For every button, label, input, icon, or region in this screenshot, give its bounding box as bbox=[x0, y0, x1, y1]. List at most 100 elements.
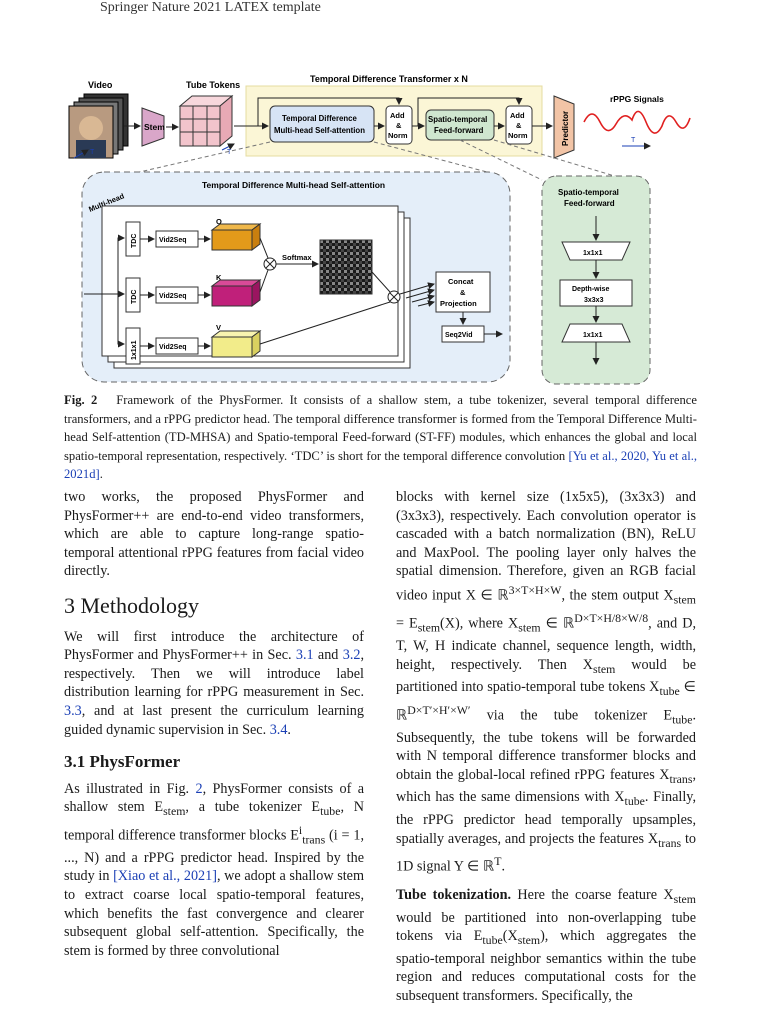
predictor-label: Predictor bbox=[561, 111, 570, 146]
ref-sec-3-4[interactable]: 3.4 bbox=[269, 721, 288, 738]
p2-d: ), which aggregates the spatio-temporal … bbox=[396, 928, 696, 1004]
physformer-paragraph: As illustrated in Fig. 2, PhysFormer con… bbox=[64, 780, 364, 961]
p1-b: , the stem output X bbox=[561, 587, 674, 604]
p1-g: would be partitioned into spatio-tempora… bbox=[396, 656, 696, 696]
p2-a: Here the coarse feature X bbox=[511, 887, 674, 904]
p1-j: . Subsequently, the tube tokens will be … bbox=[396, 707, 696, 784]
sub-trans-1: trans bbox=[302, 832, 326, 847]
predictor-block bbox=[553, 95, 575, 159]
p1-sup2: D×T×H/8×W/8 bbox=[574, 611, 649, 626]
t-label-tokens: T bbox=[227, 149, 232, 156]
meth-c: , respectively. Then we will introduce l… bbox=[64, 647, 364, 701]
p2-title: Tube tokenization. bbox=[396, 887, 512, 904]
add-norm-1-l3: Norm bbox=[388, 131, 408, 140]
tdc-q-label: TDC bbox=[131, 234, 138, 248]
pf-b: , PhysFormer consists of a shallow stem … bbox=[64, 780, 364, 816]
caption-label: Fig. 2 bbox=[64, 393, 98, 407]
add-norm-2 bbox=[505, 105, 533, 145]
vid2seq-v-label: Vid2Seq bbox=[159, 344, 187, 351]
meth-e: . bbox=[287, 721, 291, 738]
ref-xiao-2021[interactable]: [Xiao et al., 2021] bbox=[113, 868, 217, 885]
caption-text: Framework of the PhysFormer. It consists… bbox=[64, 393, 697, 463]
caption-citation[interactable]: [Yu et al., 2020, Yu et al., 2021d] bbox=[64, 448, 698, 482]
figure-framework: Video T Stem Tube Tokens T Temporal Diff… bbox=[62, 72, 698, 390]
add-norm-2-l2: & bbox=[516, 121, 522, 130]
tube-tokens-cube bbox=[178, 94, 234, 148]
stem-paragraph: blocks with kernel size (1x5x5), (3x3x3)… bbox=[396, 488, 696, 876]
figure-caption: Fig. 2 Framework of the PhysFormer. It c… bbox=[64, 391, 697, 484]
conv1-v-label: 1x1x1 bbox=[131, 340, 138, 360]
q-label: Q bbox=[216, 217, 222, 226]
pf-c: , a tube tokenizer E bbox=[185, 799, 321, 816]
left-column: two works, the proposed PhysFormer and P… bbox=[64, 488, 364, 960]
ref-fig-2[interactable]: 2 bbox=[195, 780, 203, 797]
p1-n: . bbox=[501, 858, 505, 875]
tdmhsa-block bbox=[269, 105, 375, 143]
meth-b: and bbox=[317, 647, 339, 664]
p1-sub-tube-3: tube bbox=[624, 794, 645, 809]
running-header: Springer Nature 2021 LATEX template bbox=[100, 0, 321, 15]
add-norm-1-l1: Add bbox=[390, 111, 405, 120]
video-label: Video bbox=[88, 80, 113, 90]
p2-c: (X bbox=[502, 928, 518, 945]
p1-sub-tube-1: tube bbox=[659, 684, 680, 699]
vid2seq-q-label: Vid2Seq bbox=[159, 237, 187, 244]
meth-d: , and at last present the curriculum lea… bbox=[64, 702, 364, 738]
pf-e: (i = 1, ..., N) and a rPPG predictor hea… bbox=[64, 827, 365, 885]
intro-paragraph: two works, the proposed PhysFormer and P… bbox=[64, 489, 364, 580]
stff-layer-2b: 3x3x3 bbox=[584, 297, 604, 304]
p1-d: (X), where X bbox=[440, 615, 519, 632]
stff-layer-1: 1x1x1 bbox=[583, 250, 603, 257]
add-norm-1 bbox=[385, 105, 413, 145]
tube-tokens-label: Tube Tokens bbox=[186, 80, 240, 90]
video-frames bbox=[68, 93, 129, 159]
p1-sub-tube-2: tube bbox=[672, 712, 693, 727]
k-tensor bbox=[210, 279, 262, 307]
tube-tokenization-paragraph: Tube tokenization. Here the coarse featu… bbox=[396, 886, 696, 1005]
ref-sec-3-3[interactable]: 3.3 bbox=[64, 702, 82, 719]
p2-b: would be partitioned into non-overlappin… bbox=[396, 909, 696, 945]
p1-sub-trans-2: trans bbox=[658, 835, 682, 850]
p1-sub-stem-1: stem bbox=[673, 592, 696, 607]
p1-c: = E bbox=[396, 615, 418, 632]
k-label: K bbox=[216, 273, 222, 282]
p1-sup4: T bbox=[494, 853, 502, 868]
p1-sub-stem-3: stem bbox=[518, 620, 541, 635]
sub-tube-1: tube bbox=[320, 804, 341, 819]
stff-layer-3: 1x1x1 bbox=[583, 332, 603, 339]
vid2seq-k-label: Vid2Seq bbox=[159, 293, 187, 300]
stff-line1: Spatio-temporal bbox=[428, 115, 487, 124]
p1-sup3: D×T′×H′×W′ bbox=[407, 702, 471, 717]
p2-sub-tube-1: tube bbox=[482, 933, 503, 948]
add-norm-2-l1: Add bbox=[510, 111, 525, 120]
stff-title-l1: Spatio-temporal bbox=[558, 188, 619, 197]
p1-k: , which has the same dimensions with X bbox=[396, 767, 696, 806]
stff-line2: Feed-forward bbox=[434, 126, 484, 135]
section-title: 3 Methodology bbox=[64, 592, 200, 618]
stff-conv-in bbox=[561, 241, 631, 261]
detail-title: Temporal Difference Multi-head Self-atte… bbox=[202, 180, 385, 190]
ref-sec-3-1[interactable]: 3.1 bbox=[295, 647, 314, 664]
p1-a: blocks with kernel size (1x5x5), (3x3x3)… bbox=[396, 489, 696, 604]
p1-m: to 1D signal Y ∈ ℝ bbox=[396, 830, 696, 875]
concat-l3: Projection bbox=[440, 299, 477, 308]
meth-a: We will first introduce the architecture… bbox=[64, 628, 364, 664]
tdmhsa-line2: Multi-head Self-attention bbox=[274, 126, 365, 135]
stff-layer-2a: Depth-wise bbox=[572, 286, 609, 293]
p1-h: ∈ ℝ bbox=[396, 679, 696, 724]
right-column: blocks with kernel size (1x5x5), (3x3x3)… bbox=[396, 488, 696, 1005]
stff-conv-out bbox=[561, 323, 631, 343]
softmax-label: Softmax bbox=[282, 253, 312, 262]
p2-sub-stem-2: stem bbox=[517, 933, 541, 948]
p1-i: via the tube tokenizer E bbox=[470, 707, 673, 724]
stem-block bbox=[141, 107, 165, 147]
v-label: V bbox=[216, 323, 221, 332]
ref-sec-3-2[interactable]: 3.2 bbox=[342, 647, 361, 664]
p1-sub-trans-1: trans bbox=[669, 771, 693, 786]
subsection-title: 3.1 PhysFormer bbox=[64, 752, 181, 772]
p1-f: , and D, T, W, H indicate channel, seque… bbox=[396, 615, 696, 673]
rppg-signal-wave bbox=[583, 110, 691, 134]
stem-label: Stem bbox=[144, 122, 165, 132]
sup-i: i bbox=[298, 822, 303, 837]
stff-depthwise bbox=[559, 279, 633, 307]
